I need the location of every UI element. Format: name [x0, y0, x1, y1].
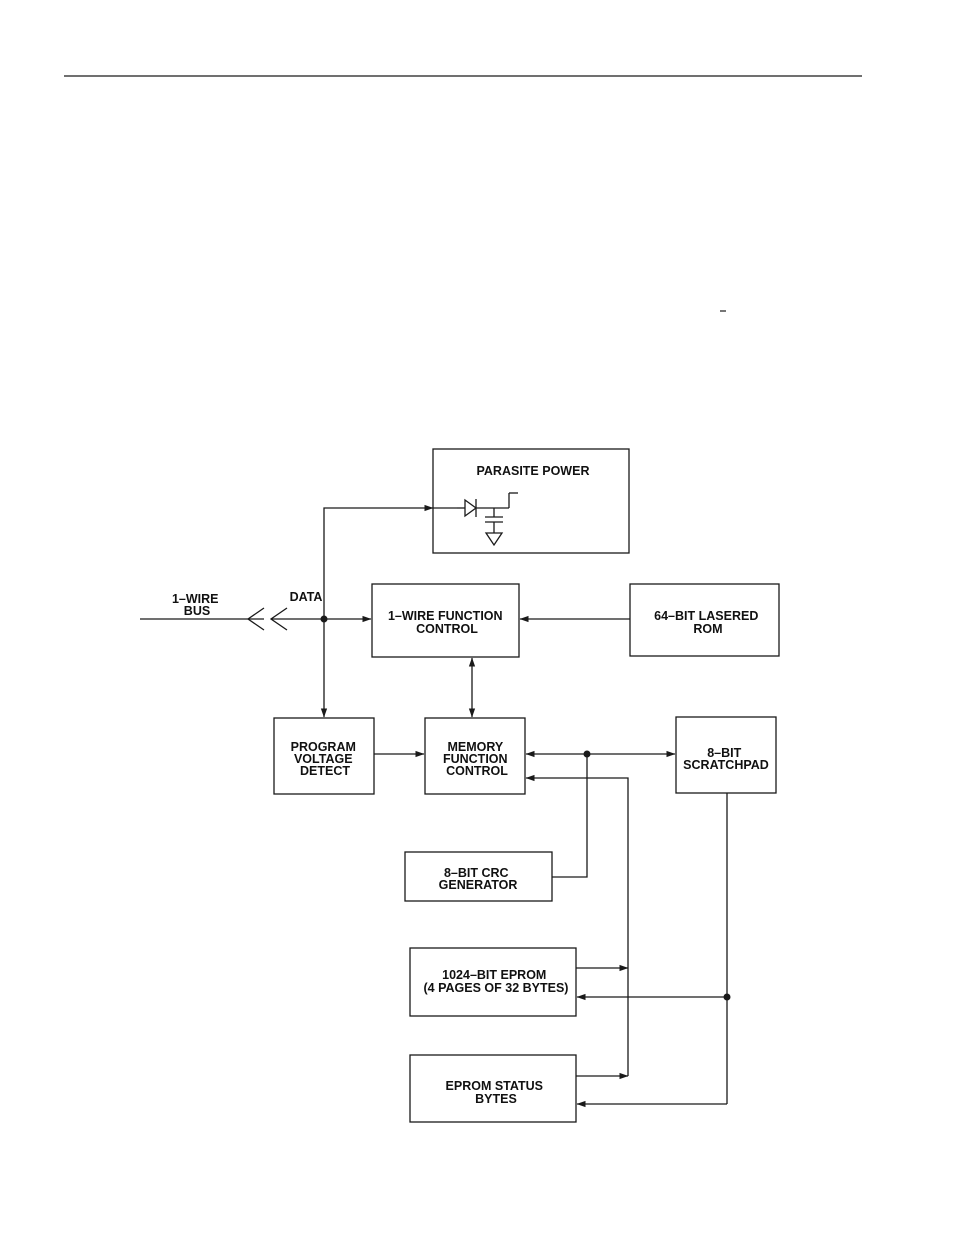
eprom-block: 1024–BIT EPROM (4 PAGES OF 32 BYTES): [410, 948, 576, 1016]
wire-function-control-block: 1–WIRE FUNCTION CONTROL: [372, 584, 519, 657]
eprom-status-block: EPROM STATUS BYTES: [410, 1055, 576, 1122]
crc-generator-label: 8–BIT CRC GENERATOR: [439, 866, 518, 892]
data-label: DATA: [290, 590, 323, 604]
eprom-to-memory: [526, 778, 628, 1076]
lasered-rom-block: 64–BIT LASERED ROM: [630, 584, 779, 656]
parasite-power-label: PARASITE POWER: [477, 464, 590, 478]
program-voltage-detect-block: PROGRAM VOLTAGE DETECT: [274, 718, 374, 794]
memory-function-control-label: MEMORY FUNCTION CONTROL: [443, 740, 511, 778]
program-voltage-detect-label: PROGRAM VOLTAGE DETECT: [291, 740, 360, 778]
bus-connector: [140, 608, 324, 630]
eprom-label: 1024–BIT EPROM (4 PAGES OF 32 BYTES): [424, 968, 569, 995]
scratchpad-block: 8–BIT SCRATCHPAD: [676, 717, 776, 793]
crc-link: [552, 754, 587, 877]
bus-label: 1–WIRE BUS: [172, 592, 222, 618]
parasite-power-block: PARASITE POWER: [433, 449, 629, 553]
memory-function-control-block: MEMORY FUNCTION CONTROL: [425, 718, 525, 794]
crc-generator-block: 8–BIT CRC GENERATOR: [405, 852, 552, 901]
